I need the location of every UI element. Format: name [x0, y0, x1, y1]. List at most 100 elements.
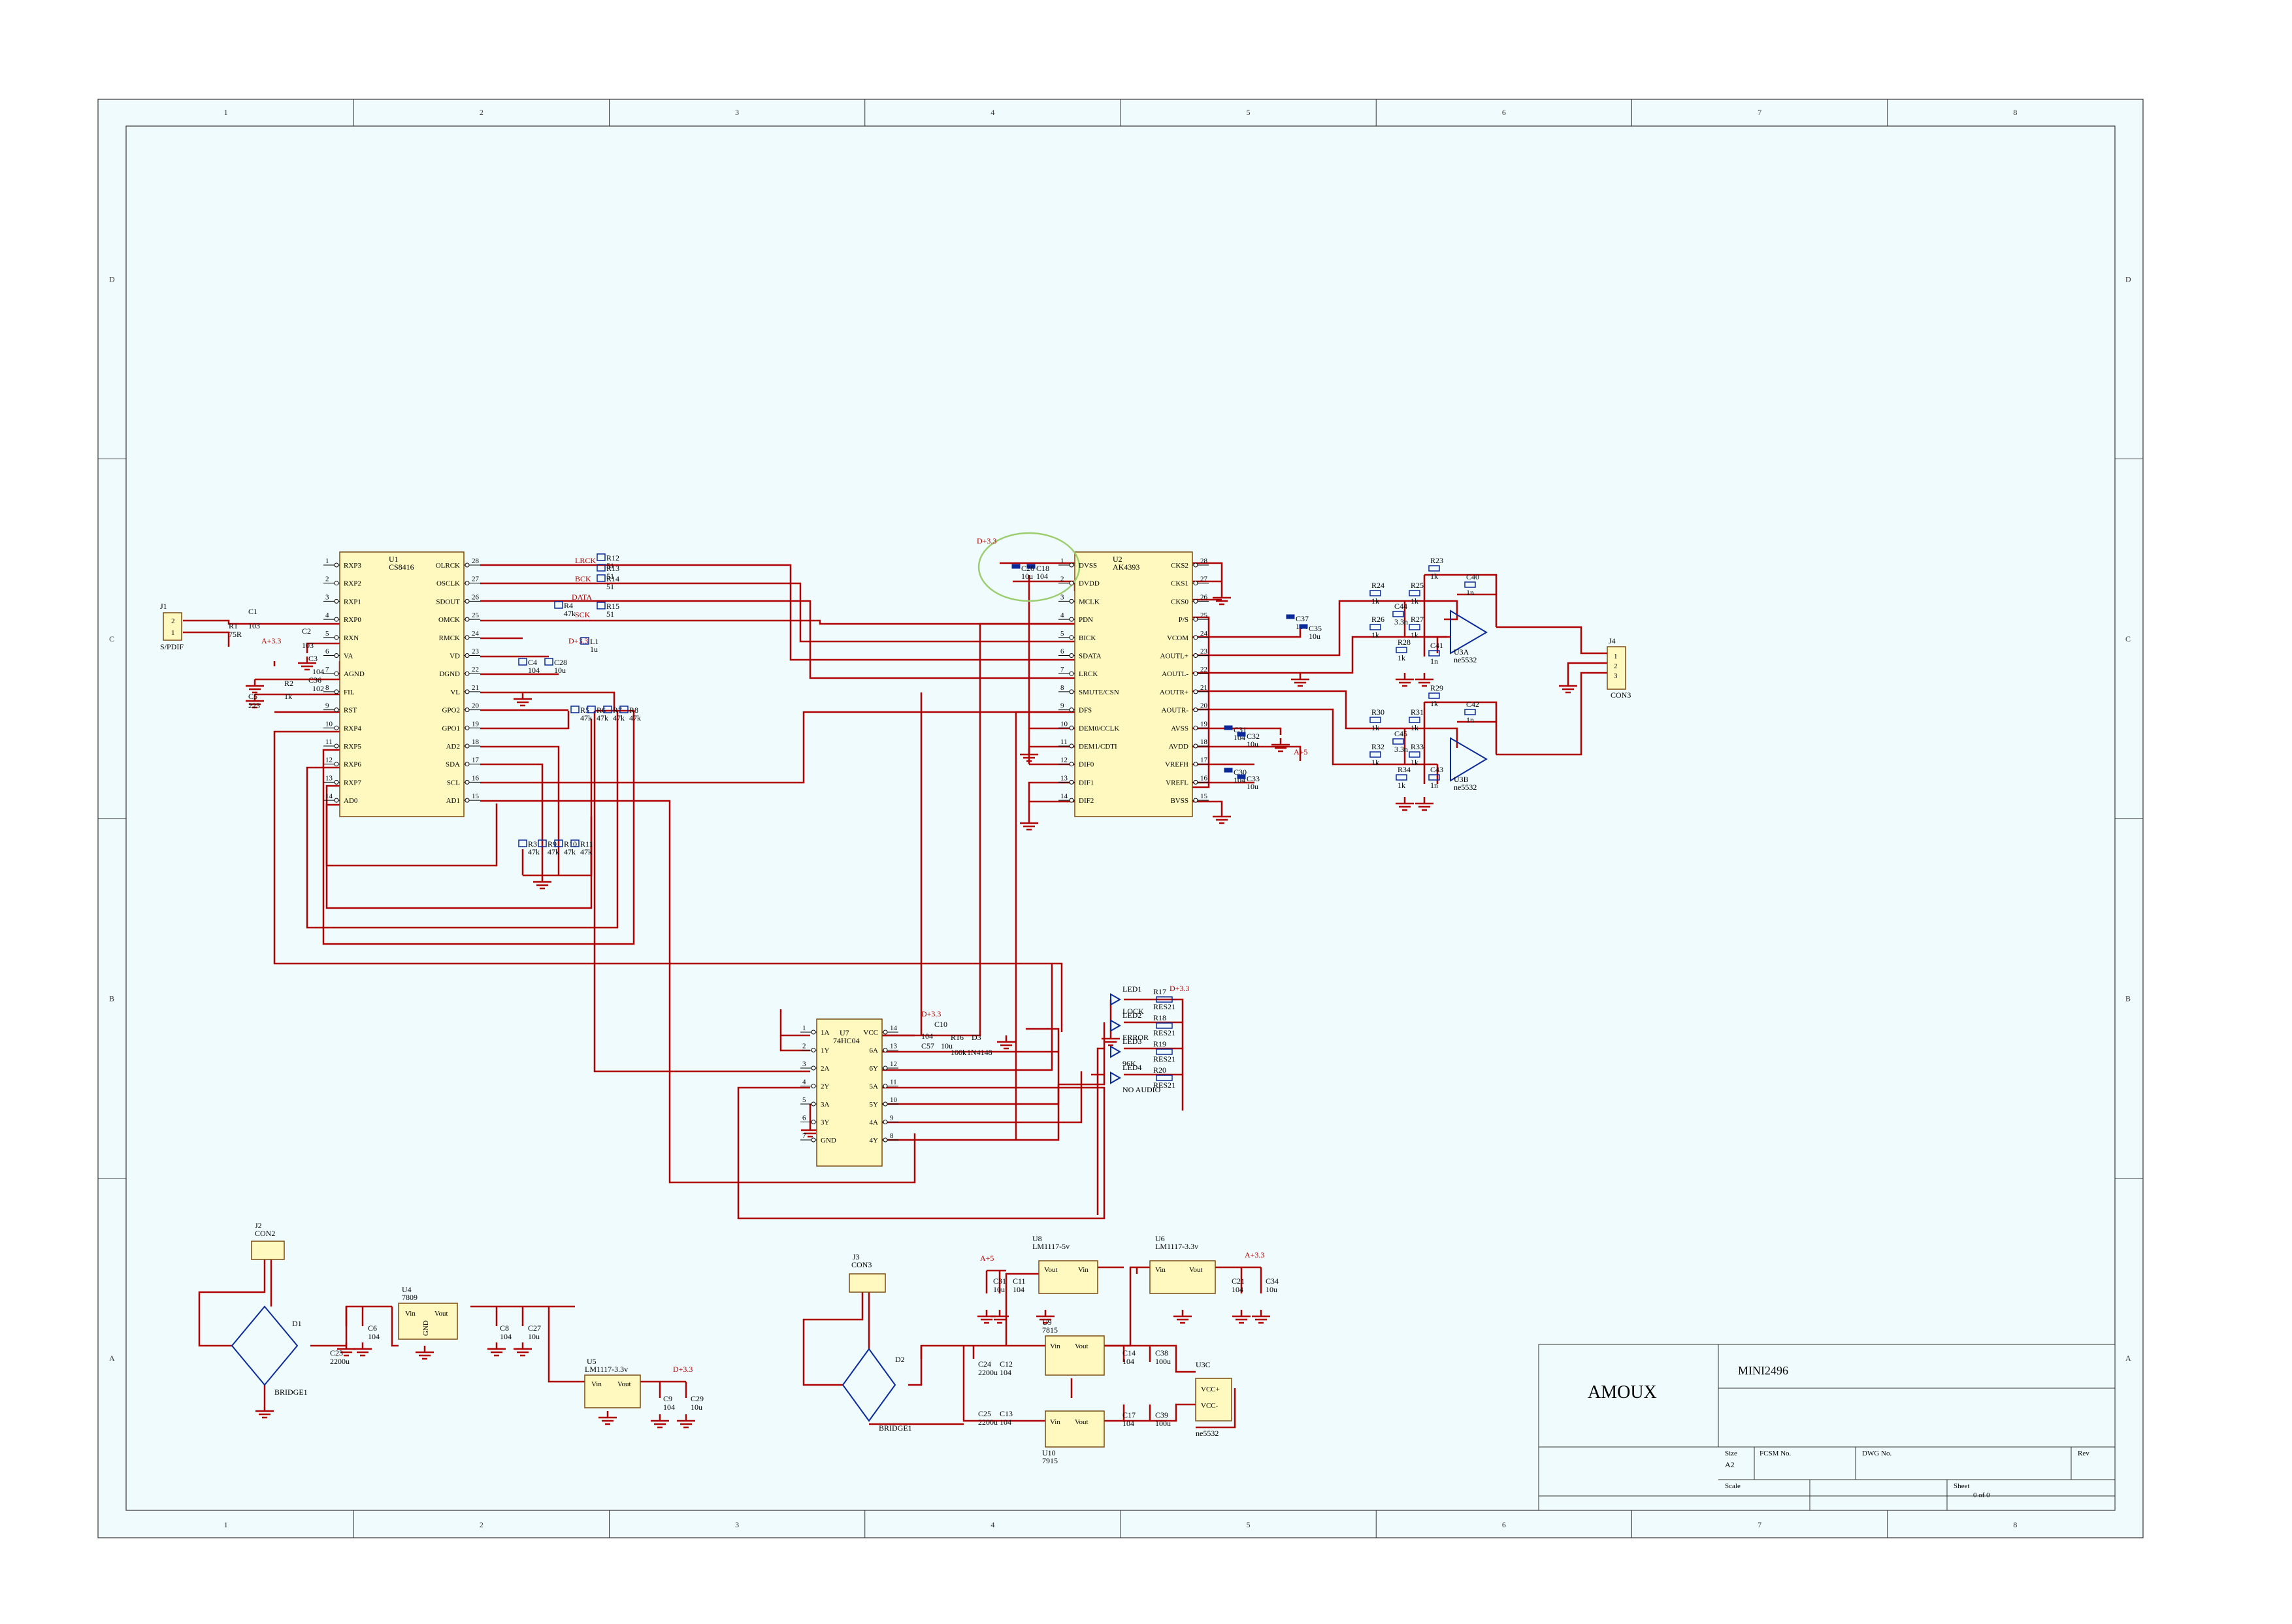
pin-name: AOUTL- — [1162, 670, 1188, 678]
u8-vout: Vout — [1044, 1266, 1058, 1274]
u10-part: 7915 — [1042, 1456, 1058, 1465]
part-value: 47k — [564, 847, 576, 856]
zone-col-top: 4 — [990, 108, 994, 117]
pin-number: 2 — [802, 1043, 806, 1050]
capacitor-body — [1286, 614, 1295, 619]
connector-j4 — [1607, 646, 1626, 690]
part-ref: R26 — [1371, 615, 1384, 624]
zone-row-right: C — [2125, 634, 2131, 643]
passive-body — [1369, 590, 1381, 596]
c38-val: 100u — [1155, 1357, 1171, 1366]
u9-ref: U9 — [1042, 1318, 1052, 1327]
part-ref: C45 — [1394, 729, 1407, 738]
c3-ref: C3 — [308, 654, 318, 663]
passive-body — [538, 839, 547, 847]
passive-body — [587, 706, 596, 713]
pin-number: 21 — [1200, 684, 1207, 692]
part-value: 51 — [606, 572, 614, 581]
pin-number: 6 — [325, 648, 329, 656]
c14-ref: C14 — [1122, 1348, 1136, 1357]
c11-val: 104 — [1013, 1285, 1024, 1294]
passive-body — [597, 602, 606, 609]
c5-ref: C5 — [248, 692, 257, 701]
u6-ref: U6 — [1155, 1234, 1165, 1243]
net-d33-u2: D+3.3 — [977, 536, 996, 545]
part-ref: R27 — [1411, 615, 1424, 624]
led-symbol — [1110, 993, 1122, 1006]
pin-name: RXP1 — [344, 598, 361, 606]
zone-row-left: B — [109, 994, 114, 1003]
c24-val: 2200u — [978, 1368, 998, 1377]
zone-col-bottom: 8 — [2013, 1520, 2017, 1529]
part-ref: L1 — [590, 637, 598, 646]
pin-name: FIL — [344, 689, 355, 696]
opamp-u3b — [1450, 737, 1488, 782]
size-value: A2 — [1725, 1460, 1735, 1469]
zone-col-bottom: 1 — [224, 1520, 228, 1529]
reg-u5 — [584, 1374, 641, 1408]
part-ref: R4 — [564, 601, 573, 610]
wiring — [183, 562, 1607, 1429]
pin-number: 6 — [1060, 648, 1064, 656]
pin-name: 1Y — [821, 1047, 830, 1055]
pin-number: 25 — [1200, 611, 1208, 619]
zone-col-bottom: 3 — [735, 1520, 739, 1529]
u9-part: 7815 — [1042, 1325, 1058, 1335]
part-value: 1k — [1371, 723, 1379, 732]
d2-ref: D2 — [895, 1355, 905, 1364]
passive-body — [554, 601, 563, 609]
zone-row-right: A — [2125, 1354, 2131, 1363]
j3-name: CON3 — [851, 1260, 872, 1269]
c5-val: 223 — [248, 701, 260, 710]
pin-name: DGND — [439, 670, 460, 678]
passive-body — [1369, 751, 1381, 758]
led-label: ERROR — [1122, 1033, 1149, 1042]
pin-name: DIF2 — [1079, 797, 1094, 805]
resistor-body — [1156, 1022, 1173, 1029]
pin-number: 14 — [890, 1024, 898, 1032]
pin-name: OLRCK — [436, 562, 460, 570]
passive-body — [1409, 590, 1420, 596]
pin-name: AOUTR+ — [1160, 689, 1188, 696]
passive-body — [597, 553, 606, 561]
passive-body — [570, 839, 580, 847]
pin-name: SDOUT — [436, 598, 460, 606]
pin-name: SCL — [447, 779, 460, 787]
part-ref: C35 — [1309, 624, 1322, 633]
pin-name: AOUTR- — [1161, 707, 1188, 715]
pin-name: CKS2 — [1171, 562, 1188, 570]
u3a-ref: U3A — [1454, 647, 1469, 657]
net-bck: BCK — [575, 574, 591, 583]
pin-number: 13 — [1060, 774, 1068, 782]
part-value: 47k — [564, 609, 576, 618]
net-sck: SCK — [575, 610, 591, 619]
u4-part: 7809 — [402, 1293, 417, 1302]
pin-number: 3 — [325, 593, 329, 601]
pin-name: VREFL — [1166, 779, 1188, 787]
zone-col-bottom: 2 — [480, 1520, 483, 1529]
pin-name: 3A — [821, 1101, 830, 1109]
pin-name: 3Y — [821, 1119, 830, 1127]
resistor-ref: R17 — [1153, 987, 1166, 996]
pin-number: 8 — [1060, 684, 1064, 692]
title-block: AMOUX MINI2496 Size A2 FCSM No. DWG No. … — [1538, 1344, 2116, 1511]
zone-col-top: 8 — [2013, 108, 2017, 117]
u8-vin: Vin — [1078, 1266, 1089, 1274]
r2-val: 1k — [284, 692, 292, 701]
pin-number: 7 — [1060, 666, 1064, 674]
u6-vin: Vin — [1155, 1266, 1166, 1274]
led-ref: LED2 — [1122, 1011, 1141, 1020]
pin-number: 18 — [1200, 738, 1208, 746]
c23-val: 2200u — [330, 1357, 350, 1366]
sheet-value: 0 of 0 — [1973, 1491, 1990, 1499]
pin-number: 11 — [325, 738, 333, 746]
resistor-body — [1156, 1075, 1173, 1081]
pin-name: RXP6 — [344, 761, 361, 769]
part-value: 47k — [548, 847, 559, 856]
u10-vout: Vout — [1075, 1418, 1089, 1426]
regulators — [398, 1260, 1232, 1448]
c25-ref: C25 — [978, 1409, 991, 1418]
pin-name: VA — [344, 653, 353, 660]
net-lrck: LRCK — [575, 556, 596, 565]
